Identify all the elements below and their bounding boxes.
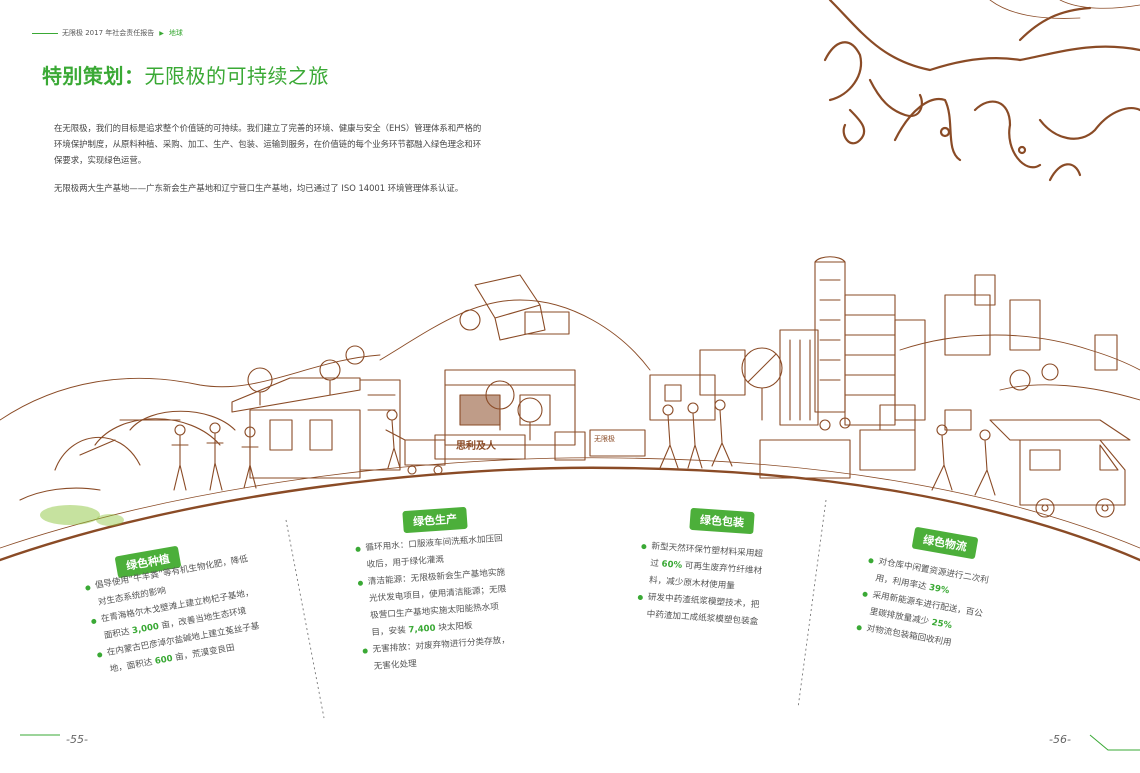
- bullet-dot-icon: [355, 546, 361, 552]
- bullet-dot-icon: [868, 557, 874, 564]
- farmers: [171, 422, 259, 491]
- recycling-workers: [649, 347, 783, 469]
- title-text: 无限极的可持续之旅: [144, 64, 329, 88]
- section-name: 地球: [168, 29, 183, 37]
- page-number-right: -56-: [1049, 733, 1071, 746]
- shop-sign: 无限极: [594, 435, 615, 443]
- warehouse-boxes: [759, 404, 916, 479]
- page-title: 特别策划：无限极的可持续之旅: [42, 60, 329, 89]
- intro-text: 在无限极，我们的目标是追求整个价值链的可持续。我们建立了完善的环境、健康与安全（…: [54, 120, 484, 208]
- highlight-number: 25%: [930, 617, 953, 632]
- bullet-dot-icon: [85, 585, 91, 591]
- bullet-text: 无害排放：对废弃物进行分类存放，无害化处理: [372, 635, 511, 672]
- corner-accent-right: [1089, 734, 1140, 751]
- production-list: 循环用水：口服液车间洗瓶水加压回收后，用于绿化灌溉清洁能源：无限极新会生产基地实…: [355, 531, 514, 677]
- highlight-number: 60%: [661, 559, 683, 571]
- delivery-van: [989, 419, 1131, 518]
- bullet-dot-icon: [862, 591, 868, 598]
- bullet-dot-icon: [856, 624, 863, 631]
- bullet-dot-icon: [641, 543, 647, 550]
- panel-green-production: 循环用水：口服液车间洗瓶水加压回收后，用于绿化灌溉清洁能源：无限极新会生产基地实…: [355, 531, 514, 677]
- shop-building: [231, 377, 401, 479]
- trees: [247, 309, 1059, 441]
- highlight-number: 7,400: [408, 623, 436, 636]
- bullet-text: 研发中药渣纸浆模塑技术，把中药渣加工成纸浆模塑包装盒: [646, 592, 760, 628]
- header-rule: [32, 32, 58, 34]
- report-name: 无限极 2017 年社会责任报告: [62, 29, 155, 37]
- panel-dividers: [285, 499, 827, 719]
- title-prefix: 特别策划：: [42, 64, 145, 88]
- bullet-dot-icon: [357, 580, 364, 586]
- ground-arc: [0, 466, 1140, 562]
- bullet-dot-icon: [96, 652, 103, 658]
- highlight-number: 3,000: [131, 621, 160, 637]
- bullet-text: 循环用水：口服液车间洗瓶水加压回收后，用于绿化灌溉: [365, 533, 504, 571]
- bullet-dot-icon: [637, 594, 644, 601]
- packaging-list: 新型天然环保竹塑材料采用超过 60% 可再生废弃竹纤维材料，减少原木材使用量研发…: [636, 538, 772, 632]
- bullet-dot-icon: [362, 648, 368, 654]
- highlight-number: 39%: [928, 582, 951, 597]
- highlight-number: 600: [154, 653, 174, 667]
- running-header: 无限极 2017 年社会责任报告 ▶ 地球: [32, 26, 183, 40]
- production-bullet-item: 清洁能源：无限极新会生产基地实施光伏发电项目，使用清洁能源；无限极营口生产基地实…: [357, 564, 511, 642]
- city-skyline: [779, 256, 1118, 426]
- badge-green-production: 绿色生产: [402, 506, 468, 534]
- factory: [434, 274, 646, 461]
- header-arrow-icon: ▶: [159, 29, 164, 37]
- logistics-workers: [931, 409, 996, 496]
- sun-decoration: [823, 0, 1140, 182]
- background-hills: [0, 299, 1140, 421]
- intro-paragraph-1: 在无限极，我们的目标是追求整个价值链的可持续。我们建立了完善的环境、健康与安全（…: [54, 123, 482, 165]
- bullet-dot-icon: [90, 618, 97, 625]
- page-number-left: -55-: [66, 733, 88, 746]
- packaging-bullet-item: 新型天然环保竹塑材料采用超过 60% 可再生废弃竹纤维材料，减少原木材使用量: [638, 538, 771, 598]
- bullet-text-end: 块太阳板: [435, 621, 473, 634]
- greenhouse: [19, 410, 236, 501]
- intro-paragraph-2: 无限极两大生产基地——广东新会生产基地和辽宁营口生产基地，均已通过了 ISO 1…: [54, 183, 464, 193]
- panel-green-packaging: 新型天然环保竹塑材料采用超过 60% 可再生废弃竹纤维材料，减少原木材使用量研发…: [636, 538, 772, 632]
- factory-sign: 思利及人: [456, 441, 496, 452]
- badge-green-packaging: 绿色包装: [689, 507, 755, 535]
